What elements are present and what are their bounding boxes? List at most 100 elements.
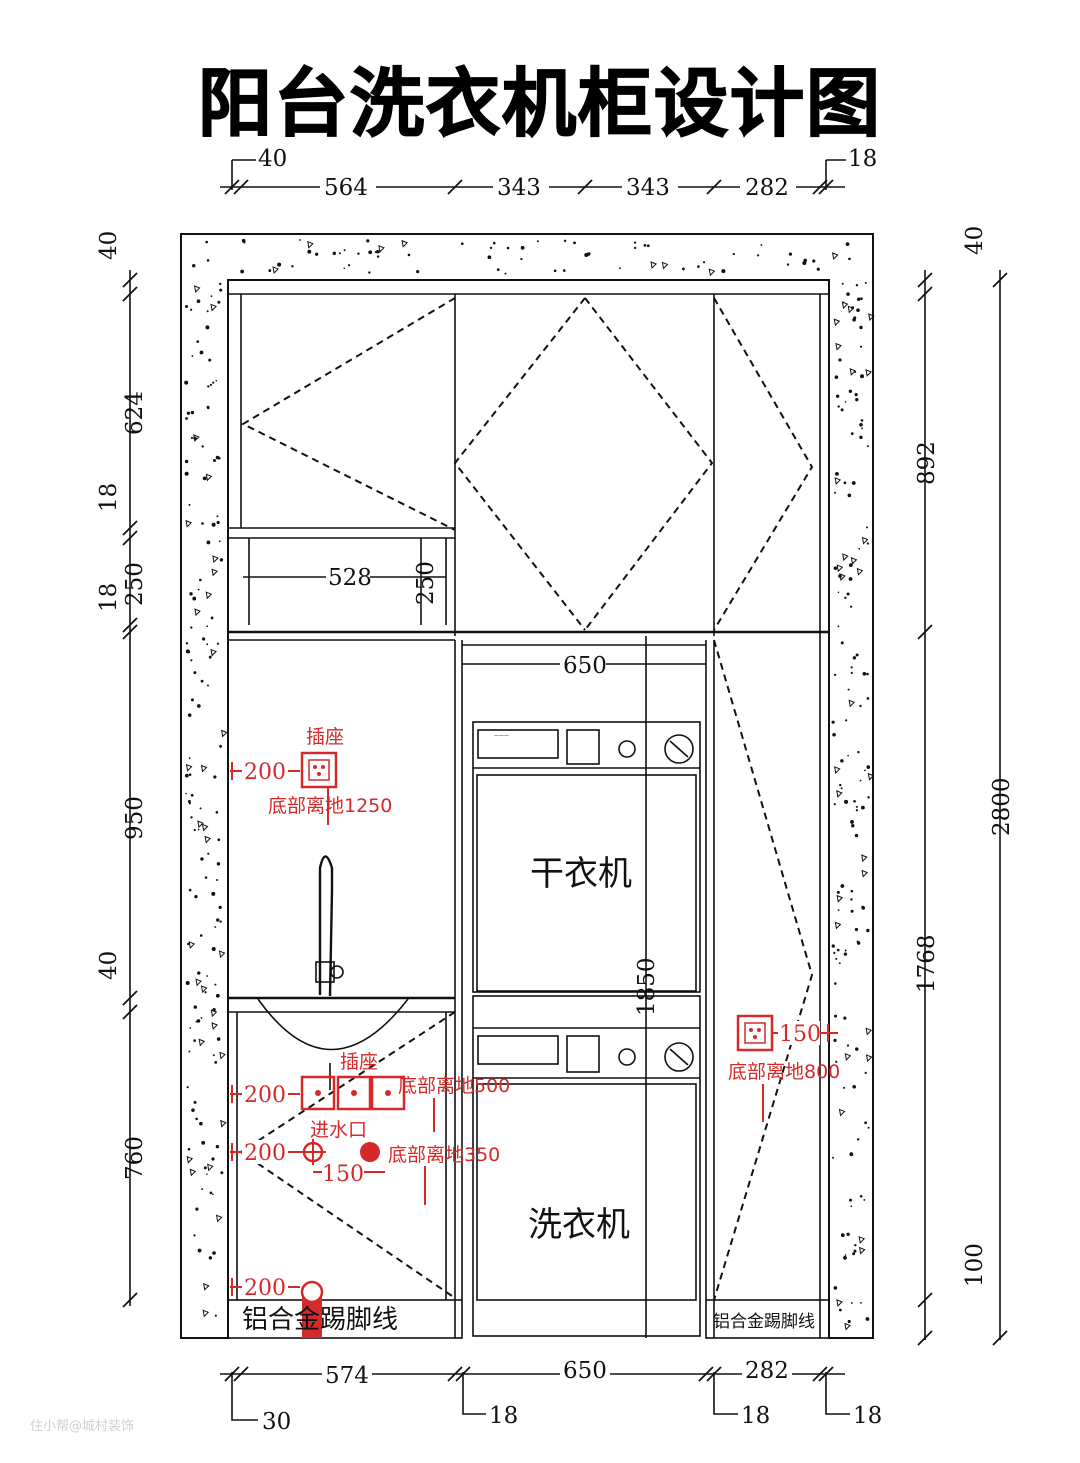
concrete-speck [272, 266, 279, 275]
concrete-speck [201, 1188, 204, 1191]
concrete-speck [834, 921, 842, 930]
concrete-speck [209, 383, 213, 387]
concrete-speck [849, 1152, 854, 1157]
concrete-speck [207, 406, 210, 410]
concrete-speck [860, 805, 865, 810]
concrete-speck [215, 993, 220, 998]
concrete-speck [368, 250, 373, 255]
concrete-speck [201, 1140, 206, 1145]
dimension-tick [122, 272, 138, 288]
concrete-speck [199, 578, 202, 582]
svg-text:———: ——— [494, 733, 509, 739]
concrete-speck [856, 940, 859, 943]
right-dimension-chain: 40 892 1768 100 2800 [914, 226, 1015, 1346]
concrete-speck [416, 270, 420, 274]
concrete-speck [855, 397, 859, 402]
concrete-speck [855, 1047, 859, 1051]
concrete-speck [836, 894, 844, 903]
concrete-speck [211, 1022, 219, 1031]
concrete-texture [184, 238, 875, 1331]
concrete-speck [202, 1309, 210, 1318]
concrete-speck [844, 1053, 852, 1061]
concrete-speck [195, 1020, 198, 1023]
right-dim-0: 40 [962, 226, 988, 255]
concrete-speck [858, 547, 861, 550]
concrete-speck [846, 1044, 850, 1047]
concrete-speck [536, 240, 539, 243]
concrete-speck [489, 246, 493, 250]
concrete-speck [834, 766, 841, 774]
concrete-speck [850, 909, 854, 913]
concrete-speck [268, 269, 272, 272]
concrete-speck [584, 252, 589, 257]
concrete-speck [188, 888, 192, 892]
dimension-tick [698, 1366, 714, 1382]
concrete-speck [866, 765, 871, 769]
concrete-speck [199, 934, 203, 937]
concrete-speck [195, 978, 202, 987]
concrete-speck [186, 1155, 194, 1164]
concrete-speck [219, 558, 224, 562]
concrete-speck [198, 1038, 206, 1047]
concrete-speck [708, 268, 716, 277]
concrete-speck [201, 823, 209, 832]
concrete-speck [861, 427, 863, 430]
dimension-tick [122, 617, 138, 633]
concrete-speck [204, 991, 207, 994]
concrete-speck [212, 459, 216, 463]
concrete-speck [190, 793, 194, 797]
left-dim-6: 40 [96, 951, 122, 980]
concrete-speck [191, 1108, 195, 1112]
left-dim-1: 624 [122, 391, 148, 435]
concrete-speck [196, 299, 201, 303]
concrete-speck [866, 542, 869, 545]
concrete-speck [215, 1144, 220, 1149]
concrete-speck [214, 1060, 218, 1064]
concrete-speck [848, 577, 853, 581]
concrete-speck [854, 1243, 857, 1247]
concrete-speck [357, 252, 360, 255]
concrete-speck [864, 769, 866, 772]
concrete-speck [201, 445, 204, 448]
concrete-speck [206, 1173, 208, 1175]
socket-label-2: 插座 [340, 1051, 378, 1073]
bottom-dim-1: 650 [563, 1358, 607, 1384]
concrete-speck [661, 261, 669, 270]
concrete-speck [855, 805, 858, 808]
concrete-speck [847, 1319, 851, 1324]
concrete-speck [197, 704, 201, 708]
dimension-tick [917, 272, 933, 288]
concrete-speck [835, 957, 838, 960]
sink-socket-annotation: 插座 200 底部离地500 [230, 1051, 510, 1132]
concrete-speck [646, 244, 650, 248]
dimension-tick [122, 286, 138, 302]
concrete-speck [210, 616, 214, 620]
concrete-speck [856, 1138, 860, 1141]
concrete-speck [218, 540, 221, 543]
concrete-speck [374, 250, 377, 253]
appliance-height-dim: 1850 [634, 957, 660, 1016]
concrete-speck [219, 920, 222, 923]
drain-pipe-icon [300, 1280, 324, 1338]
concrete-speck [866, 445, 869, 448]
concrete-speck [837, 405, 840, 408]
dimension-tick [917, 286, 933, 302]
concrete-speck [760, 244, 763, 246]
concrete-speck [184, 471, 189, 476]
concrete-speck [197, 1248, 202, 1253]
concrete-speck [852, 1252, 856, 1256]
concrete-speck [836, 890, 840, 894]
concrete-speck [854, 927, 859, 932]
concrete-speck [210, 648, 217, 657]
concrete-speck [187, 800, 191, 804]
concrete-speck [845, 719, 848, 722]
concrete-speck [376, 250, 380, 254]
concrete-speck [831, 720, 835, 724]
concrete-speck [866, 526, 869, 529]
concrete-speck [843, 952, 848, 956]
dimension-tick [917, 1292, 933, 1308]
watermark: 住小帮@城村装饰 [30, 1419, 134, 1434]
concrete-speck [650, 261, 657, 270]
dimension-tick [917, 624, 933, 640]
concrete-speck [850, 898, 853, 901]
